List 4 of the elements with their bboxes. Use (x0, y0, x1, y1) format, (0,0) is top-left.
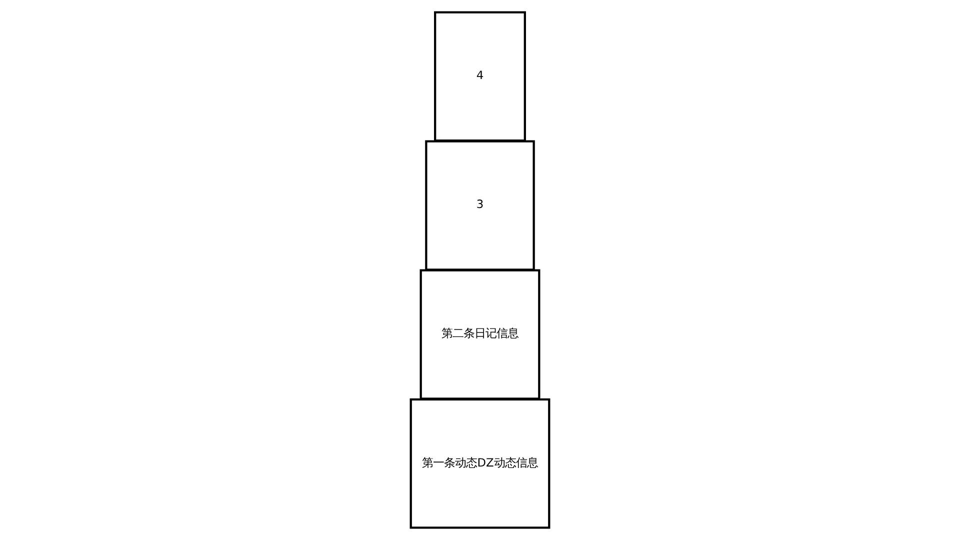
node-box: 4 (434, 11, 526, 142)
node-box: 第二条日记信息 (420, 269, 540, 400)
node-box: 3 (425, 140, 535, 271)
node-box: 第一条动态DZ动态信息 (410, 398, 550, 529)
